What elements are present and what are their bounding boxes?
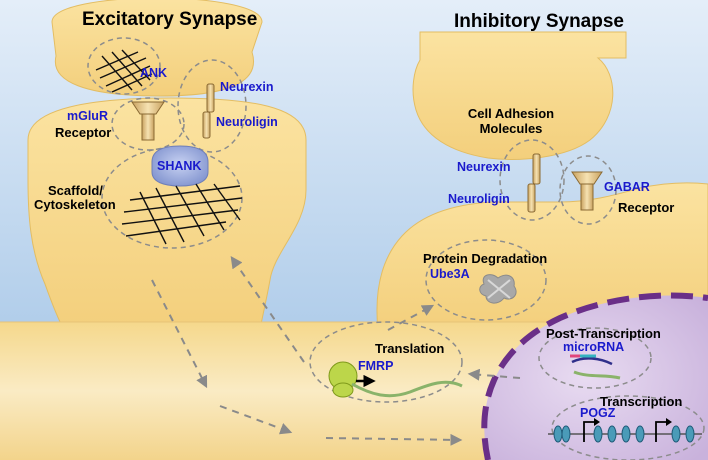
cytoskeleton-label: Cytoskeleton [34, 197, 116, 212]
inhibitory-presynaptic-terminal [412, 31, 627, 160]
gabar-region [559, 155, 617, 225]
shank-label: SHANK [157, 159, 202, 173]
scaffold-label: Scaffold/ [48, 183, 103, 198]
excitatory-receptor-label: Receptor [55, 125, 112, 140]
inhibitory-adhesion-rods-icon [527, 153, 541, 213]
inhibitory-synapse-title: Inhibitory Synapse [454, 11, 624, 32]
cell-adhesion-label-line2: Molecules [479, 121, 543, 136]
mglur-region [111, 97, 185, 151]
gabar-label: GABAR [604, 180, 650, 194]
microrna-label: microRNA [563, 340, 625, 354]
excitatory-neuroligin-label: Neuroligin [216, 115, 278, 129]
ube3a-label: Ube3A [430, 267, 470, 281]
shank-protein-icon [151, 145, 209, 187]
excitatory-synapse-title: Excitatory Synapse [82, 9, 258, 30]
post-transcription-label: Post-Transcription [546, 326, 661, 341]
translation-label: Translation [375, 341, 445, 356]
ank-region [87, 37, 161, 95]
ank-label: ANK [140, 66, 168, 80]
excitatory-neurexin-label: Neurexin [220, 80, 274, 94]
excitatory-adhesion-region [177, 59, 247, 153]
degradation-region [425, 239, 547, 321]
fmrp-label: FMRP [358, 359, 394, 373]
ribosome-icon [328, 361, 358, 398]
transcription-label: Transcription [600, 394, 683, 409]
cell-adhesion-label-line1: Cell Adhesion [467, 106, 555, 121]
inhibitory-neurexin-label: Neurexin [457, 160, 511, 174]
ank-lattice-icon [95, 49, 153, 93]
transcription-region [551, 395, 705, 460]
excitatory-presynaptic-terminal [51, 0, 263, 97]
inhibitory-neuroligin-label: Neuroligin [448, 192, 510, 206]
chromatin-icon [548, 418, 702, 443]
nuclear-envelope [481, 292, 708, 460]
mrna-strand-icon [351, 380, 463, 398]
gabar-receptor-icon [571, 171, 603, 211]
post-transcription-region [538, 327, 652, 389]
inhibitory-receptor-label: Receptor [618, 200, 675, 215]
cytoskeleton-icon [121, 183, 243, 245]
inhibitory-adhesion-region [499, 139, 565, 221]
protein-degradation-label: Protein Degradation [423, 251, 548, 266]
inhibitory-postsynaptic-region [376, 182, 708, 331]
mglur-receptor-icon [131, 101, 165, 141]
excitatory-adhesion-rods-icon [202, 83, 215, 139]
excitatory-postsynaptic-spine [27, 97, 307, 331]
pogz-label: POGZ [580, 406, 616, 420]
microrna-icon [570, 354, 621, 380]
pathway-arrows [151, 256, 521, 446]
nucleus [484, 295, 708, 460]
mglur-label: mGluR [67, 109, 108, 123]
translation-region [309, 321, 463, 403]
